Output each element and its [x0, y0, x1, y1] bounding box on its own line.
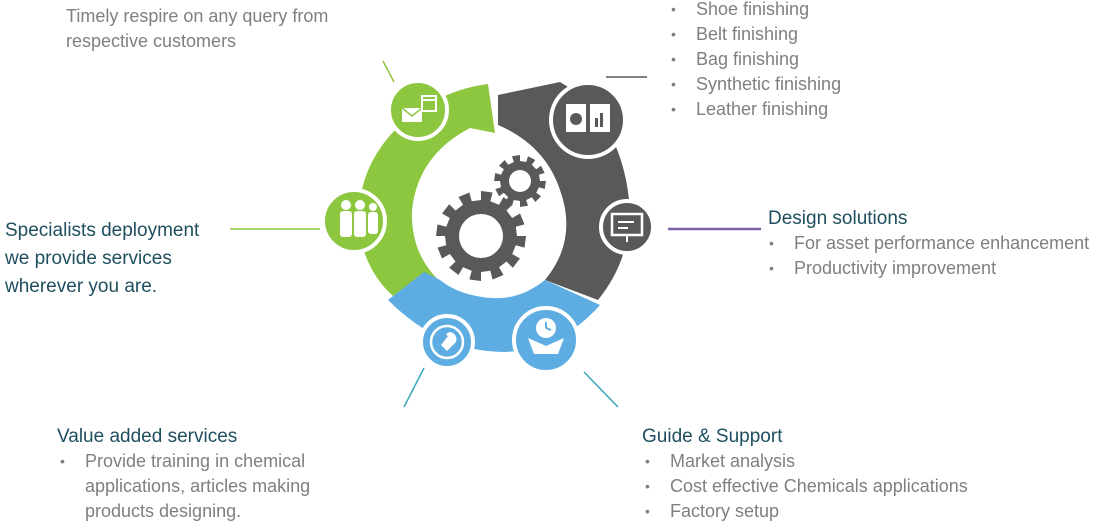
- mail-calendar-icon: [387, 79, 449, 141]
- guide-title: Guide & Support: [642, 426, 783, 447]
- gears-icon: [436, 155, 546, 281]
- guide-block: Guide & Support Market analysis Cost eff…: [642, 425, 968, 524]
- list-item: Cost effective Chemicals applications: [642, 474, 968, 499]
- list-item: Synthetic finishing: [668, 72, 841, 97]
- specialists-text: Specialists deployment we provide servic…: [5, 220, 200, 297]
- list-item: Belt finishing: [668, 22, 841, 47]
- box-clock-icon: [512, 306, 580, 374]
- list-item: Provide training in chemical application…: [57, 449, 355, 524]
- wrench-icon: [419, 314, 475, 370]
- list-item: Market analysis: [642, 449, 968, 474]
- value-added-title: Value added services: [57, 426, 238, 447]
- list-item: Shoe finishing: [668, 0, 841, 22]
- design-block: Design solutions For asset performance e…: [768, 207, 1089, 281]
- connector-line-bottom-right: [583, 371, 619, 408]
- ring-segment-green: [359, 84, 495, 300]
- finishing-list: Shoe finishing Belt finishing Bag finish…: [668, 0, 841, 122]
- list-item: Leather finishing: [668, 97, 841, 122]
- gear-hole: [509, 170, 531, 192]
- list-item: Factory setup: [642, 499, 968, 524]
- people-icon: [321, 188, 387, 254]
- book-chart-icon: [549, 81, 627, 159]
- connector-line-top-left: [382, 60, 395, 83]
- list-item: Bag finishing: [668, 47, 841, 72]
- list-item: Productivity improvement: [766, 256, 1089, 281]
- design-title: Design solutions: [768, 208, 908, 229]
- value-added-block: Value added services Provide training in…: [57, 425, 355, 524]
- list-item: For asset performance enhancement: [766, 231, 1089, 256]
- presentation-icon: [599, 199, 655, 255]
- connector-line-bottom-left: [403, 367, 425, 408]
- top-left-note: Timely respire on any query from respect…: [66, 6, 329, 51]
- gear-hole: [459, 214, 503, 258]
